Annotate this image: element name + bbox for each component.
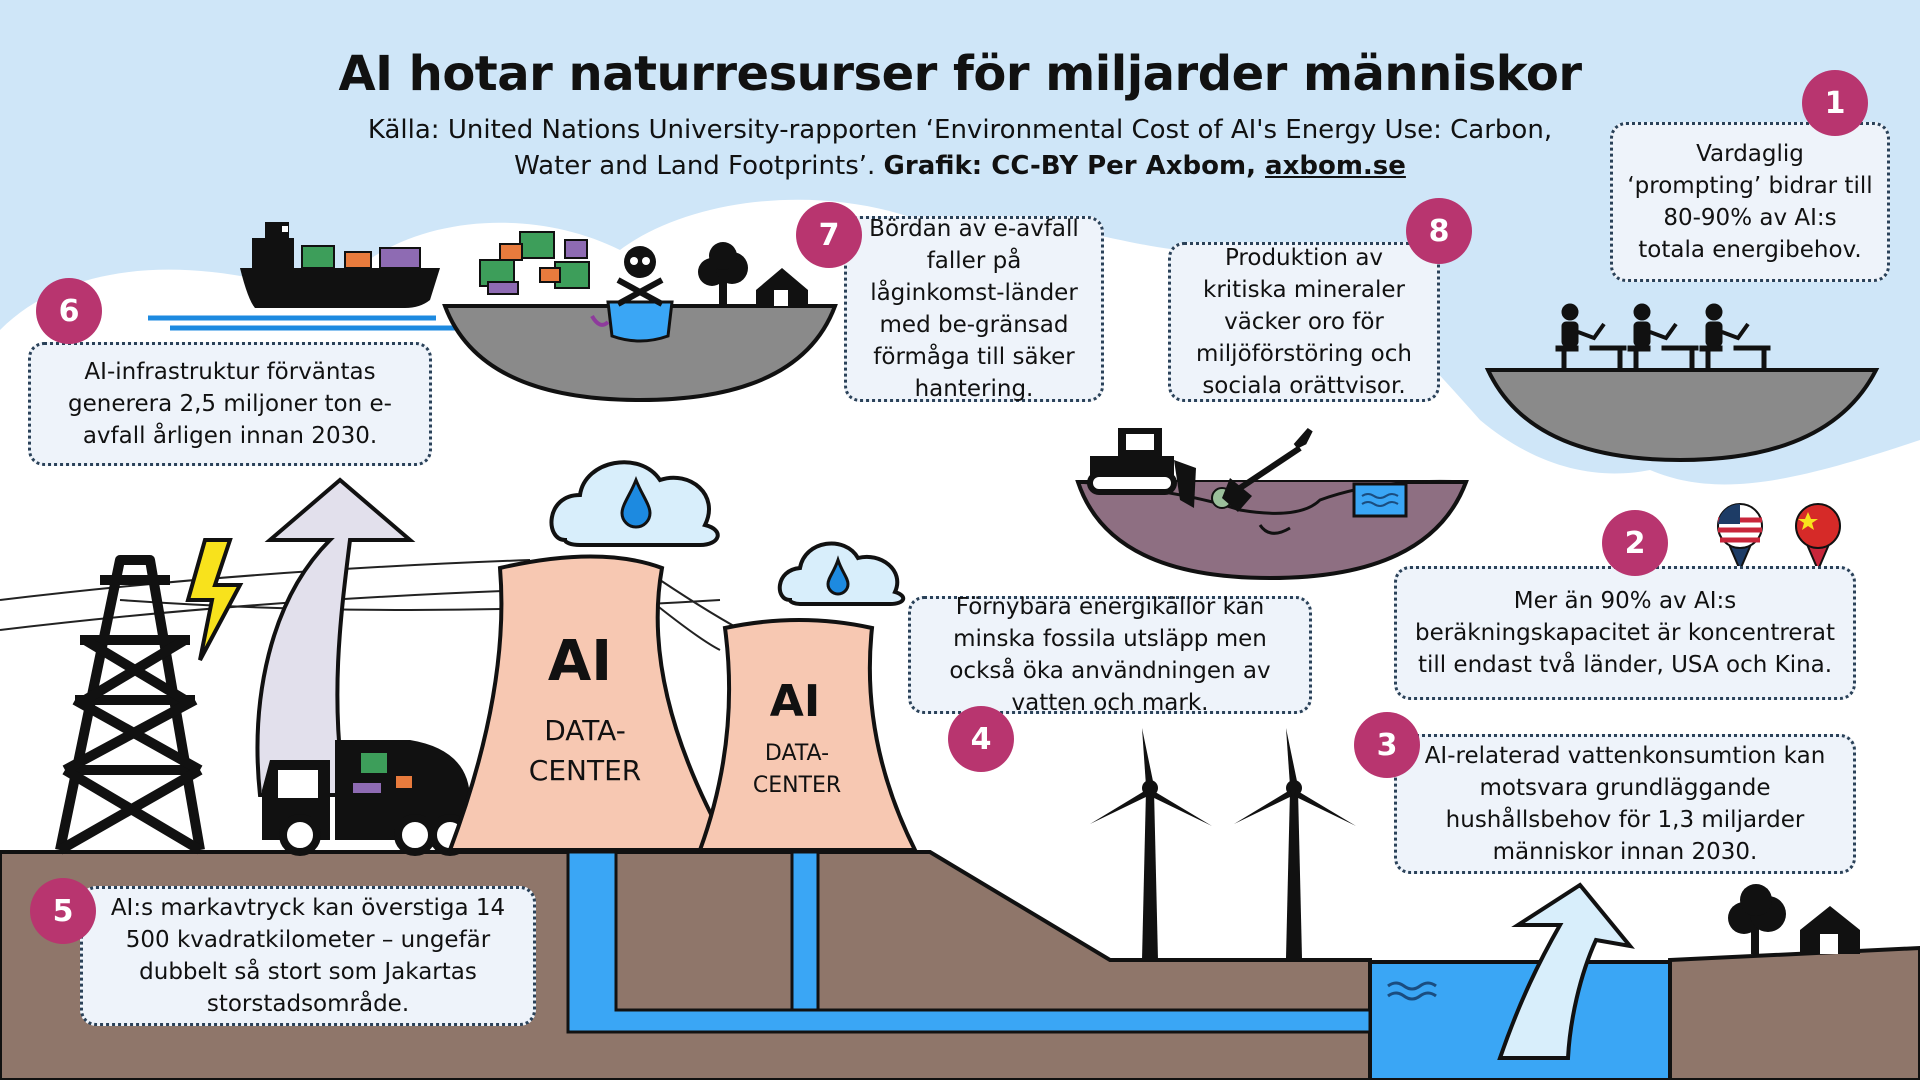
shovel-icon <box>1222 428 1313 512</box>
datacenter-small-line1: DATA- <box>765 741 829 766</box>
mine-water-waves <box>1361 493 1399 507</box>
datacenter-big-label: AI <box>548 629 612 694</box>
datacenter-big-line2: CENTER <box>529 754 641 787</box>
datacenter-big-line1: DATA- <box>544 714 626 747</box>
callout-badge-2: 2 <box>1602 510 1668 576</box>
callout-badge-8: 8 <box>1406 198 1472 264</box>
ground-right <box>1668 945 1920 1080</box>
datacenter-tower-small <box>697 618 919 852</box>
water-pipe-2 <box>790 850 820 1012</box>
callout-box-3: AI-relaterad vattenkonsumtion kan motsva… <box>1394 734 1856 874</box>
datacenter-small-line2: CENTER <box>753 773 841 798</box>
callout-box-7: Bördan av e-avfall faller på låginkomst-… <box>844 216 1104 402</box>
china-flag-pin-icon <box>1795 503 1841 573</box>
callout-box-2: Mer än 90% av AI:s beräkningskapacitet ä… <box>1394 566 1856 700</box>
server-hardware-icon <box>479 231 590 295</box>
house-icon <box>756 268 808 306</box>
prompting-island <box>1484 368 1880 463</box>
power-line <box>0 559 761 651</box>
callout-badge-3: 3 <box>1354 712 1420 778</box>
datacenter-tower-big <box>447 554 734 852</box>
usa-flag-pin-icon <box>1717 503 1763 573</box>
source-line2: Water and Land Footprints’. <box>514 151 884 181</box>
rain-cloud-icon-small <box>777 541 906 606</box>
callout-box-1: Vardaglig ‘prompting’ bidrar till 80-90%… <box>1610 122 1890 282</box>
page-title: AI hotar naturresurser för miljarder män… <box>338 46 1582 102</box>
lightning-icon <box>185 538 244 661</box>
ewaste-island <box>442 304 838 403</box>
source-link[interactable]: axbom.se <box>1265 151 1406 181</box>
water-waves-icon <box>1387 981 1437 1001</box>
callout-badge-5: 5 <box>30 878 96 944</box>
callout-badge-7: 7 <box>796 202 862 268</box>
wind-turbine-icon-2 <box>1234 728 1356 958</box>
tree-icon <box>698 242 748 305</box>
skull-crossbones-icon <box>616 246 664 307</box>
callout-badge-1: 1 <box>1802 70 1868 136</box>
callout-box-5: AI:s markavtryck kan överstiga 14 500 kv… <box>80 886 536 1026</box>
wind-turbine-icon <box>1090 728 1212 960</box>
people-laptop-icon <box>1555 303 1771 371</box>
tree-icon-ground <box>1728 884 1786 954</box>
source-citation: Källa: United Nations University-rapport… <box>360 112 1560 184</box>
garbage-truck-icon <box>262 740 471 856</box>
callout-box-4: Förnybara energikällor kan minska fossil… <box>908 594 1312 716</box>
toxic-stream <box>590 314 610 327</box>
cargo-ship-icon <box>148 222 460 331</box>
callout-badge-6: 6 <box>36 278 102 344</box>
rain-cloud-icon <box>549 460 720 547</box>
arrow-up-icon-water <box>1497 882 1635 1060</box>
power-pylon-icon <box>55 555 205 855</box>
bulldozer-icon <box>1087 428 1196 508</box>
source-line1: Källa: United Nations University-rapport… <box>367 115 1553 145</box>
arrow-up-icon <box>255 477 416 797</box>
toxic-pool <box>606 300 674 343</box>
datacenter-small-label: AI <box>770 676 820 727</box>
mining-crack <box>1258 524 1291 535</box>
callout-box-8: Produktion av kritiska mineraler väcker … <box>1168 242 1440 402</box>
mine-water-pool <box>1352 482 1408 518</box>
callout-badge-4: 4 <box>948 706 1014 772</box>
callout-box-6: AI-infrastruktur förväntas generera 2,5 … <box>28 342 432 466</box>
house-icon-ground <box>1800 906 1860 954</box>
source-credit: Grafik: CC-BY Per Axbom, <box>883 151 1266 181</box>
